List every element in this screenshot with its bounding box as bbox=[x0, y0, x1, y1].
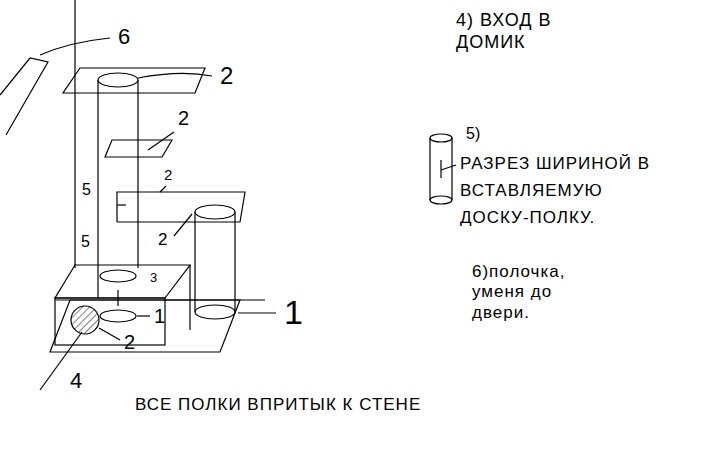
side-shelf bbox=[0, 58, 48, 135]
cut-sketch bbox=[430, 196, 452, 204]
callout-number: 5 bbox=[81, 232, 90, 251]
callout-number: 2 bbox=[220, 62, 233, 91]
leader-line bbox=[238, 312, 276, 313]
callout-number: 3 bbox=[150, 270, 157, 286]
cut-sketch bbox=[430, 134, 452, 142]
callout-number: 5 bbox=[82, 180, 91, 199]
base-plate bbox=[50, 300, 240, 352]
post-bottom bbox=[100, 310, 136, 322]
arrow-line bbox=[117, 290, 118, 306]
note: 6)полочка, уменя до двери. bbox=[472, 262, 612, 323]
callout-number: 2 bbox=[178, 106, 189, 130]
cut-sketch bbox=[451, 138, 452, 200]
post-side bbox=[234, 212, 235, 312]
leader-line bbox=[137, 315, 150, 316]
callout-number: 1 bbox=[284, 292, 303, 333]
post-top bbox=[98, 73, 138, 87]
cut-sketch bbox=[429, 138, 430, 200]
box-top bbox=[55, 265, 190, 298]
leader-line bbox=[160, 186, 166, 192]
post-bottom bbox=[195, 305, 235, 319]
post-side bbox=[137, 80, 138, 268]
leader-line bbox=[441, 165, 456, 170]
cut-slit bbox=[440, 160, 441, 178]
base-line bbox=[55, 299, 265, 300]
leader-line bbox=[174, 214, 192, 236]
note: ВСЕ ПОЛКИ ВПРИТЫК К СТЕНЕ bbox=[135, 395, 421, 415]
callout-number: 6 bbox=[118, 24, 130, 50]
note: 4) ВХОД В ДОМИК bbox=[456, 10, 596, 53]
wall-line bbox=[74, 0, 75, 268]
entrance-hole bbox=[71, 306, 99, 334]
leader-line bbox=[148, 132, 174, 150]
callout-number: 2 bbox=[124, 330, 135, 354]
leader-line bbox=[138, 73, 212, 78]
post-side bbox=[194, 212, 195, 312]
callout-number: 1 bbox=[154, 304, 165, 328]
callout-number: 2 bbox=[158, 230, 167, 250]
callout-number: 2 bbox=[164, 166, 172, 184]
leader-line bbox=[99, 328, 120, 340]
box-front bbox=[55, 298, 165, 345]
box-edge bbox=[189, 265, 190, 330]
middle-shelf bbox=[105, 140, 172, 157]
top-shelf bbox=[63, 68, 205, 93]
callout-number: 5) bbox=[466, 124, 480, 143]
leader-line bbox=[40, 38, 110, 55]
post-top bbox=[195, 205, 235, 219]
callout-number: 4 bbox=[70, 368, 82, 394]
cut-mark bbox=[117, 204, 126, 205]
note: РАЗРЕЗ ШИРИНОЙ В ВСТАВЛЯЕМУЮ ДОСКУ-ПОЛКУ… bbox=[460, 150, 670, 231]
post-hole bbox=[100, 270, 136, 282]
right-shelf bbox=[117, 192, 245, 222]
